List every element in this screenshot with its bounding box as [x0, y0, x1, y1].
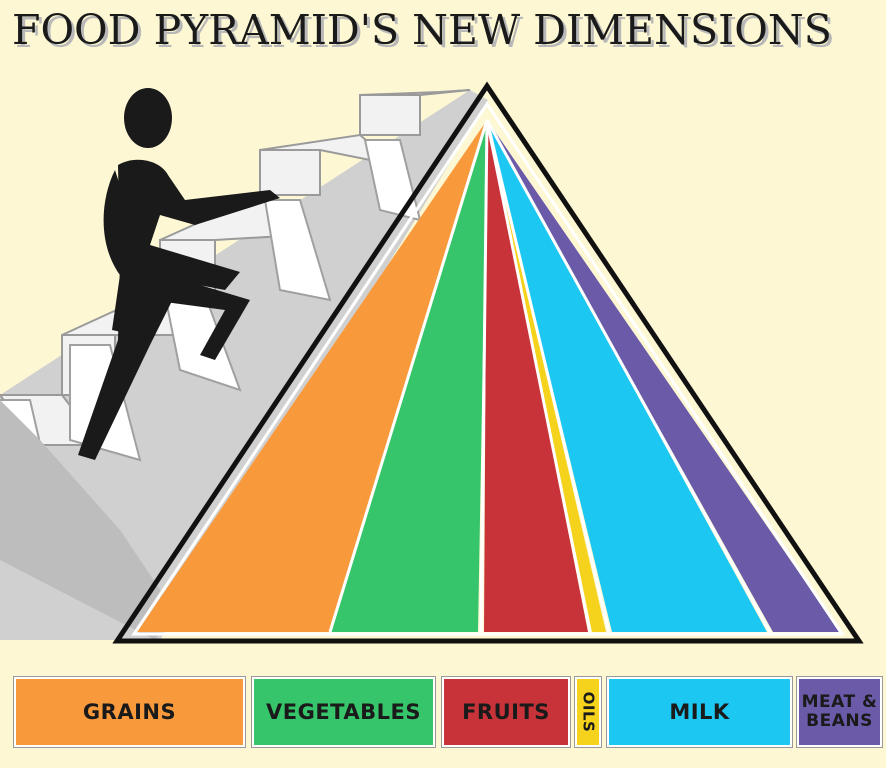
- legend-vegetables: VEGETABLES: [251, 676, 436, 748]
- fruits-wedge: [484, 120, 588, 632]
- legend-label-oils: OILS: [579, 691, 598, 733]
- grains-wedge: [137, 120, 487, 632]
- legend-label-vegetables: VEGETABLES: [266, 700, 421, 724]
- legend-fruits: FRUITS: [441, 676, 571, 748]
- pyramid: [112, 81, 864, 644]
- legend-label-grains: GRAINS: [82, 700, 177, 724]
- legend-label-fruits: FRUITS: [462, 700, 550, 724]
- pyramid-outline: [112, 81, 864, 644]
- legend-milk: MILK: [606, 676, 793, 748]
- stair-climber-icon: [78, 88, 280, 460]
- legend-label-meat-beans: MEAT & BEANS: [801, 692, 878, 731]
- legend-label-milk: MILK: [669, 700, 730, 724]
- legend-meat-beans: MEAT & BEANS: [796, 676, 883, 748]
- meat-beans-wedge: [487, 120, 840, 632]
- legend-oils: OILS: [574, 676, 602, 748]
- legend-grains: GRAINS: [13, 676, 246, 748]
- page-title: FOOD PYRAMID'S NEW DIMENSIONS: [12, 6, 832, 54]
